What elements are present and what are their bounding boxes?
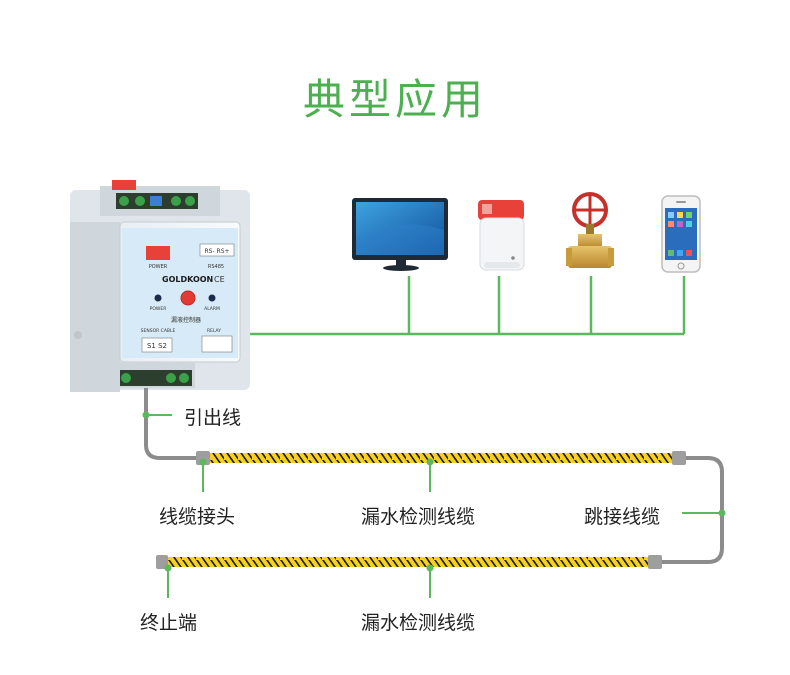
- jumper-cable-label: 跳接线缆: [584, 506, 661, 528]
- leak-cable-label-lower: 漏水检测线缆: [361, 612, 476, 634]
- terminal-end-cap: [156, 555, 168, 569]
- lead-wire: [144, 388, 196, 460]
- leak-cable-lower: [168, 557, 648, 567]
- valve-icon: [566, 192, 614, 268]
- page-title: 典型应用: [302, 75, 487, 124]
- lead-wire-label: 引出线: [184, 407, 242, 429]
- cable-connector-right: [672, 451, 686, 465]
- s-terminals: S1 S2: [147, 342, 167, 350]
- cable-connector-left: [196, 451, 210, 465]
- alarm-siren-icon: [478, 200, 525, 271]
- monitor-icon: [352, 198, 448, 271]
- power-led-label: POWER: [150, 306, 167, 312]
- alarm-led-label: ALARM: [204, 306, 220, 312]
- device-brand: GOLDKOON: [162, 275, 213, 284]
- relay-label: RELAY: [207, 328, 221, 334]
- device-power-top: POWER: [149, 264, 168, 270]
- sensor-cable-label: SENSOR CABLE: [141, 328, 176, 334]
- rs-label: RS- RS+: [204, 248, 229, 255]
- jumper-cable: [662, 456, 724, 564]
- cable-connector-label: 线缆接头: [159, 506, 236, 528]
- leak-cable-upper: [210, 453, 672, 463]
- connection-lines: [236, 276, 686, 336]
- label-pointers: [142, 411, 726, 598]
- leak-controller-device: RS- RS+ POWER RS485 GOLDKOON CE POWER AL…: [70, 180, 250, 392]
- cable-connector-lower-right: [648, 555, 662, 569]
- device-name: 漏液控制器: [171, 316, 201, 324]
- ce-mark: CE: [214, 275, 225, 284]
- device-rs485: RS485: [208, 264, 224, 270]
- terminal-end-label: 终止端: [140, 612, 198, 634]
- leak-cable-label-upper: 漏水检测线缆: [361, 506, 476, 528]
- mobile-phone-icon: [661, 195, 701, 273]
